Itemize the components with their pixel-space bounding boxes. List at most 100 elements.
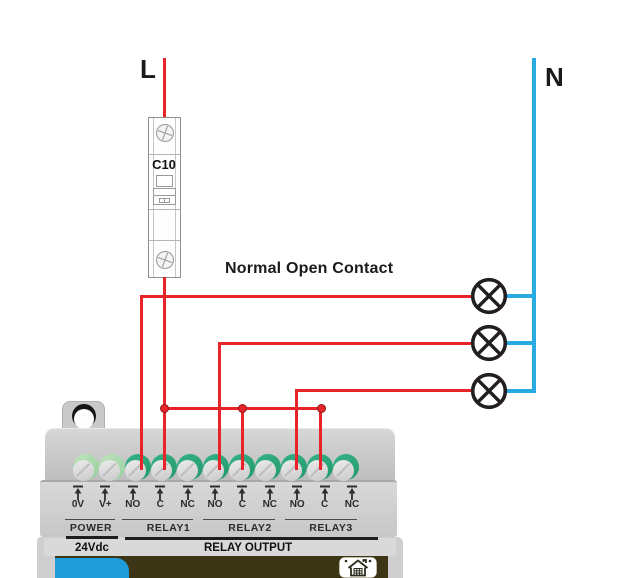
junction-dot-relay1 <box>159 403 169 413</box>
terminal-column-c: C <box>146 485 174 510</box>
smart-home-icon <box>339 557 377 578</box>
wire-neutral-lamp3 <box>505 388 536 393</box>
terminal-column-c: C <box>311 485 339 510</box>
relay-module-front-panel <box>40 480 397 537</box>
screw-slot <box>336 462 350 477</box>
screw-slot <box>76 462 90 477</box>
wire-relay2-no-to-lamp2 <box>217 341 473 345</box>
group-bracket-power <box>65 518 115 520</box>
live-line-label: L <box>140 54 156 84</box>
terminal-label: C <box>238 499 246 510</box>
relay-section-bar <box>125 536 378 540</box>
terminal-column-no: NO <box>201 485 229 510</box>
junction-dot-relay2 <box>237 403 247 413</box>
terminal-label: NO <box>207 499 223 510</box>
group-label-relay3: RELAY3 <box>309 521 353 534</box>
relay-module-base: 24Vdc RELAY OUTPUT <box>37 537 403 578</box>
rating-strip: 24Vdc RELAY OUTPUT <box>44 538 396 556</box>
terminal-arrow-icon <box>264 485 275 500</box>
breaker-toggle-handle <box>153 187 176 205</box>
terminal-arrow-icon <box>210 485 220 500</box>
mount-hole-inner <box>74 409 94 429</box>
neutral-line-label: N <box>545 62 564 92</box>
terminal-column-no: NO <box>283 485 311 510</box>
wire-relay2-no-riser <box>217 341 221 470</box>
wire-neutral-lamp2 <box>505 341 536 345</box>
wire-neutral-vertical <box>531 58 536 393</box>
breaker-divider <box>148 239 180 241</box>
terminal-screw <box>176 459 198 481</box>
terminal-arrow-icon <box>73 485 83 500</box>
terminal-screw <box>254 459 276 481</box>
group-bracket-relay1 <box>122 518 193 520</box>
wire-relay1-no-riser <box>139 294 143 470</box>
terminal-screw <box>280 459 302 481</box>
phillips-screw-icon <box>155 123 174 142</box>
terminal-column-c: C <box>228 485 256 510</box>
group-bracket-relay3 <box>285 518 357 520</box>
terminal-arrow-icon <box>155 485 166 500</box>
terminal-label: V+ <box>99 499 112 510</box>
group-bracket-relay2 <box>203 518 275 520</box>
terminal-screw <box>98 459 120 481</box>
terminal-screw <box>306 459 328 481</box>
terminal-arrow-icon <box>319 485 330 500</box>
terminal-label: NC <box>344 499 360 510</box>
terminal-column-v+: V+ <box>91 485 119 510</box>
wire-bus-to-relay3-common <box>319 408 322 470</box>
terminal-column-nc: NC <box>174 485 202 510</box>
terminal-arrow-icon <box>237 485 248 500</box>
lamp-cross-circle-icon <box>467 274 511 318</box>
group-label-power: POWER <box>69 521 113 534</box>
wire-relay1-no-to-lamp1 <box>139 294 473 298</box>
terminal-arrow-icon <box>100 485 111 500</box>
lamp-cross-circle-icon <box>467 369 511 413</box>
terminal-column-nc: NC <box>338 485 366 510</box>
screw-slot <box>258 462 272 477</box>
junction-dot-relay3 <box>316 403 326 413</box>
terminal-arrow-icon <box>127 485 138 500</box>
terminal-label: NC <box>180 499 195 510</box>
terminal-label: NO <box>125 499 141 510</box>
phillips-screw-icon <box>155 250 174 270</box>
wire-bus-to-relay2-common <box>240 408 244 470</box>
group-label-relay1: RELAY1 <box>146 521 191 534</box>
wire-breaker-to-relay1-common <box>162 277 166 470</box>
brand-blue-badge <box>55 558 129 578</box>
screw-slot <box>154 462 168 477</box>
terminal-arrow-icon <box>347 485 357 500</box>
terminal-arrow-icon <box>182 485 193 500</box>
terminal-label: C <box>156 499 164 510</box>
terminal-label: NO <box>289 499 305 510</box>
wire-relay3-no-riser <box>294 389 298 470</box>
screw-slot <box>180 462 194 477</box>
relay-output-label: RELAY OUTPUT <box>204 542 293 554</box>
breaker-toggle-line <box>154 194 175 196</box>
contact-note-label: Normal Open Contact <box>225 260 394 277</box>
terminal-column-no: NO <box>119 485 147 510</box>
breaker-toggle-button <box>158 197 170 203</box>
terminal-label: 0V <box>71 499 85 510</box>
terminal-label: NC <box>262 499 278 510</box>
wire-neutral-lamp1 <box>505 294 536 298</box>
terminal-screw <box>228 459 250 481</box>
terminal-label: C <box>320 499 329 510</box>
breaker-divider <box>148 153 180 155</box>
terminal-column-nc: NC <box>256 485 284 510</box>
terminal-screw <box>150 459 172 481</box>
terminal-column-0v: 0V <box>64 485 92 510</box>
terminal-arrow-icon <box>292 485 303 500</box>
terminal-screw <box>332 459 354 481</box>
breaker-rating-label: C10 <box>152 157 176 172</box>
wire-live-to-breaker <box>162 58 166 117</box>
screw-slot <box>102 462 116 477</box>
lamp-cross-circle-icon <box>467 321 511 365</box>
wire-relay3-no-to-lamp3 <box>294 389 473 392</box>
group-label-relay2: RELAY2 <box>228 521 272 534</box>
breaker-toggle-top <box>155 175 173 187</box>
terminal-screw <box>72 459 94 481</box>
device-face-panel <box>55 556 388 578</box>
breaker-divider <box>148 208 180 210</box>
screw-slot <box>232 462 246 477</box>
